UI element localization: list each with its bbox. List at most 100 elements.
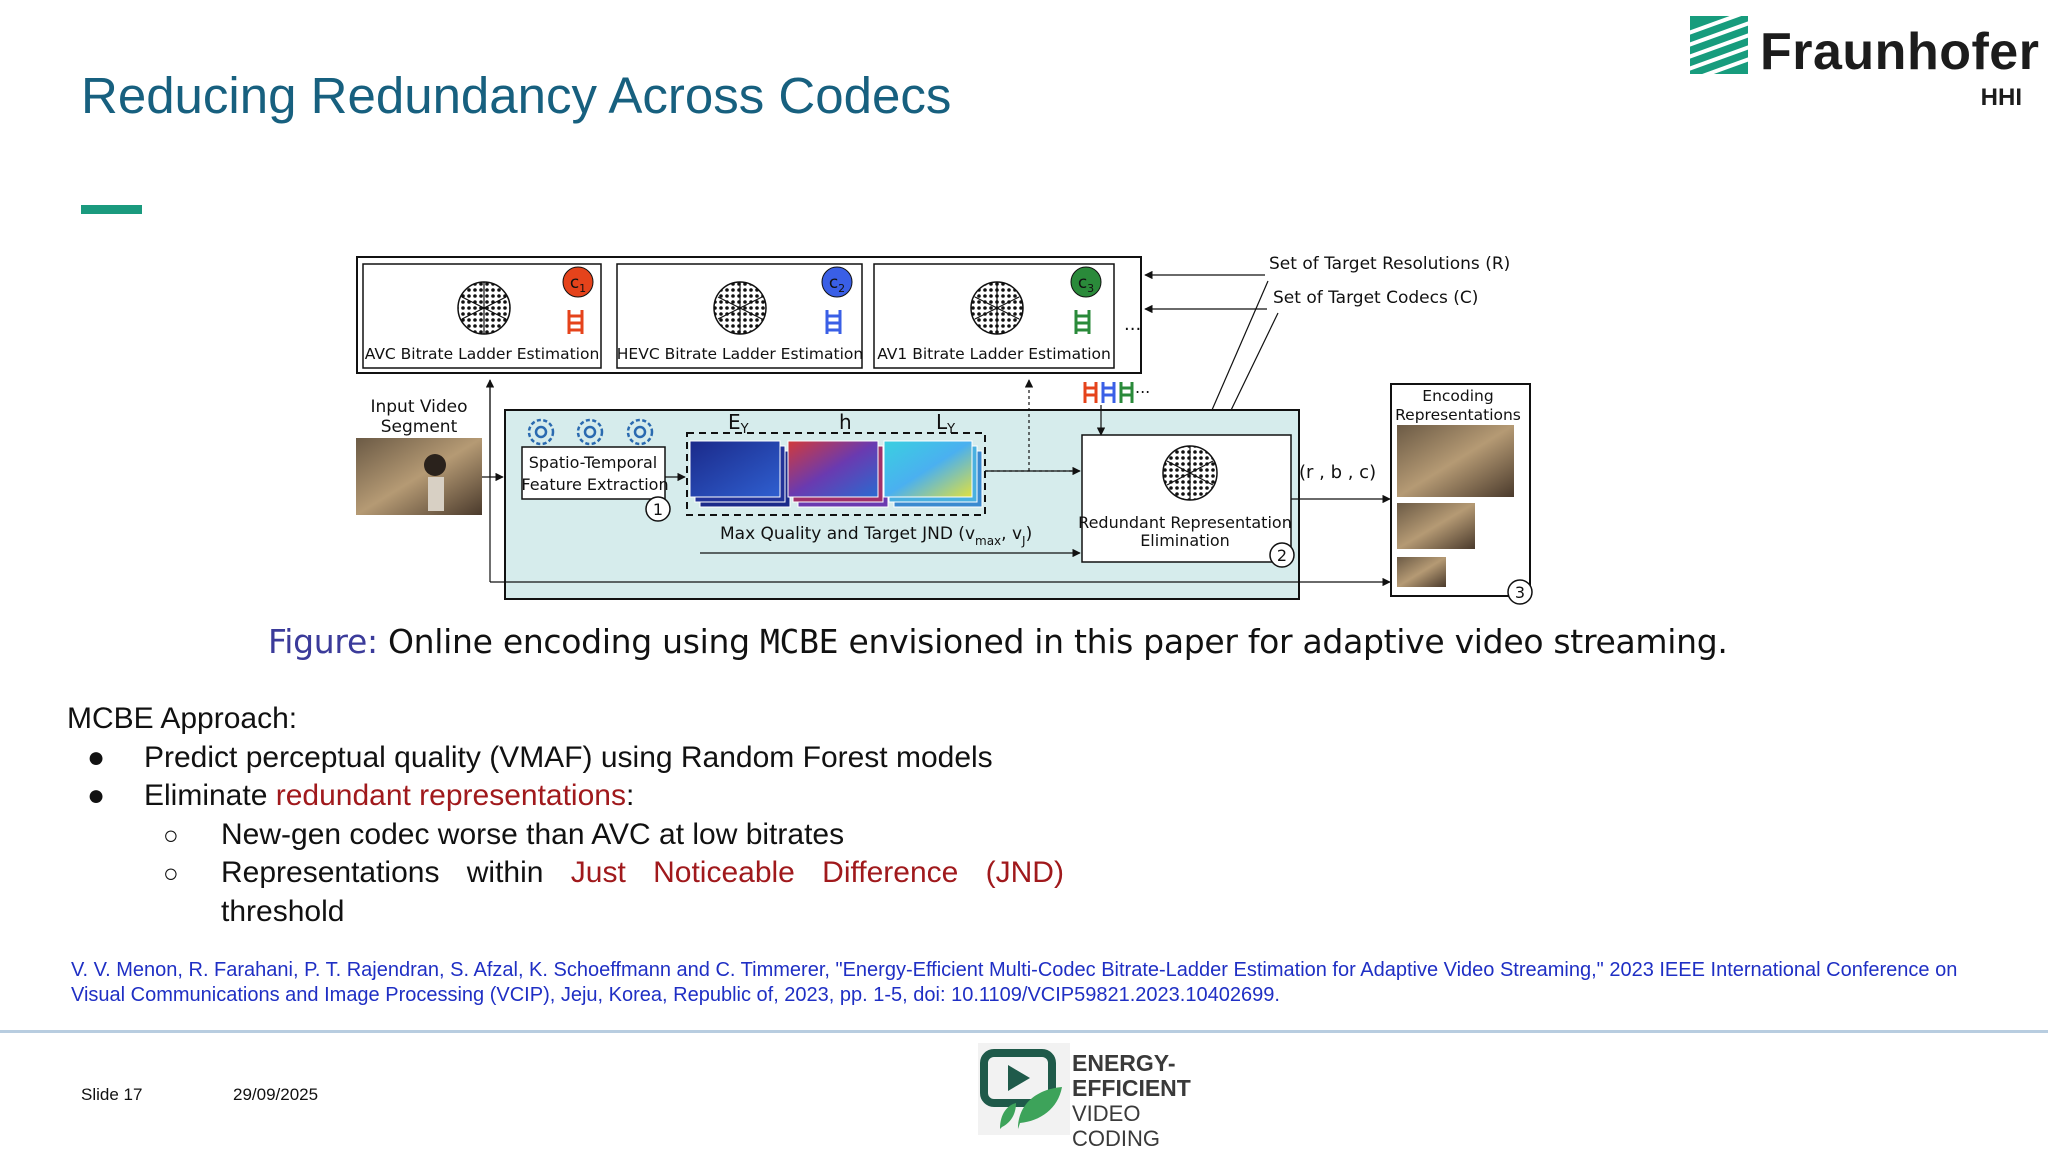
max-quality-sub2: J	[1021, 534, 1026, 548]
hevc-module-label: HEVC Bitrate Ladder Estimation	[617, 345, 863, 363]
sub-bullet-marker: ○	[163, 858, 179, 888]
output-box-line1: Encoding	[1422, 387, 1493, 405]
slide-number: Slide 17	[81, 1085, 143, 1104]
representation-thumbnail-large	[1397, 425, 1514, 497]
output-tuple: (r , b , c)	[1299, 462, 1376, 483]
logo-wordmark: Fraunhofer	[1760, 23, 2040, 81]
bullet-marker: ●	[87, 740, 106, 774]
feature-e-base: E	[728, 410, 741, 434]
energy-efficient-video-coding-badge: ENERGY- EFFICIENT VIDEO CODING	[960, 1043, 1232, 1151]
hevc-ladder-module: c2 HEVC Bitrate Ladder Estimation	[616, 263, 863, 369]
feature-e-sub: Y	[740, 422, 749, 437]
codec-ladders-icon	[1083, 382, 1134, 403]
bullet-text: Predict perceptual quality (VMAF) using …	[144, 740, 993, 774]
max-quality-close: )	[1026, 524, 1033, 544]
feature-l-base: L	[936, 410, 948, 434]
sub-bullet-item: ○ New-gen codec worse than AVC at low bi…	[67, 816, 1167, 855]
ladder-icon	[825, 310, 842, 334]
jnd-highlight: Noticeable	[653, 856, 795, 889]
gear-icon	[626, 418, 654, 446]
citation-reference: V. V. Menon, R. Farahani, P. T. Rajendra…	[71, 959, 1958, 1006]
neural-net-icon	[457, 281, 511, 335]
bullet-suffix: :	[625, 779, 635, 812]
feature-map-ey	[689, 440, 791, 508]
max-quality-sub1: max	[975, 534, 1001, 548]
play-leaf-icon	[978, 1043, 1070, 1135]
bullet-highlight: redundant representations	[275, 779, 626, 812]
badge-line2: EFFICIENT	[1072, 1075, 1191, 1101]
jnd-line: Representations within Just Noticeable D…	[221, 854, 1064, 893]
fraunhofer-logo: Fraunhofer HHI	[1688, 14, 2039, 114]
caption-part1: Online encoding using	[387, 622, 750, 661]
title-accent-bar	[81, 205, 142, 214]
max-quality-text: Max Quality and Target JND (v	[720, 524, 975, 544]
jnd-continuation: threshold	[221, 894, 345, 928]
target-codecs-label: Set of Target Codecs (C)	[1273, 288, 1478, 308]
logo-institute: HHI	[1980, 84, 2022, 111]
representation-thumbnail-medium	[1397, 503, 1475, 549]
badge-text: ENERGY- EFFICIENT VIDEO CODING	[1072, 1050, 1232, 1152]
elimination-line1: Redundant Representation	[1078, 513, 1292, 532]
codec-badge-c3	[1070, 266, 1102, 298]
feature-box-line2: Feature Extraction	[521, 475, 668, 494]
bullet-marker: ●	[87, 779, 106, 812]
slide-title: Reducing Redundancy Across Codecs	[81, 67, 952, 124]
input-video-label-line1: Input Video	[370, 397, 467, 417]
step-marker-3	[1507, 579, 1533, 605]
feature-label-e: EY	[728, 410, 749, 437]
codec-badge-c2	[821, 266, 853, 298]
codec-badge-c1	[562, 266, 594, 298]
caption-prefix: Figure:	[268, 622, 378, 661]
bullet-prefix: Eliminate	[144, 779, 276, 812]
step-marker-2	[1269, 542, 1295, 568]
representation-thumbnail-small	[1397, 557, 1446, 587]
module-ellipsis: ...	[1124, 314, 1141, 335]
approach-heading: MCBE Approach:	[67, 702, 298, 735]
max-quality-comma: , v	[1001, 524, 1022, 544]
elimination-line2: Elimination	[1140, 531, 1230, 550]
feature-maps-group	[686, 432, 986, 516]
sub-bullet-text: New-gen codec worse than AVC at low bitr…	[221, 817, 845, 851]
approach-section: MCBE Approach: ● Predict perceptual qual…	[67, 700, 1167, 931]
av1-ladder-module: c3 AV1 Bitrate Ladder Estimation	[873, 263, 1115, 369]
badge-line3: VIDEO CODING	[1072, 1101, 1160, 1151]
av1-module-label: AV1 Bitrate Ladder Estimation	[877, 345, 1111, 363]
gear-icon	[527, 418, 555, 446]
ladder-icon	[567, 310, 584, 334]
target-resolutions-label: Set of Target Resolutions (R)	[1269, 254, 1510, 274]
bullet-item: ● Predict perceptual quality (VMAF) usin…	[67, 739, 1167, 778]
step-label-2: 2	[1277, 546, 1287, 565]
sub-bullet-item: ○ Representations within Just Noticeable…	[67, 854, 1167, 931]
input-video-thumbnail	[356, 438, 482, 515]
feature-label-h: h	[839, 410, 852, 434]
caption-mcbe: MCBE	[759, 622, 839, 661]
max-quality-label: Max Quality and Target JND (vmax, vJ)	[720, 524, 1032, 548]
badge-line1: ENERGY-	[1072, 1050, 1176, 1076]
input-video-label-line2: Segment	[381, 417, 458, 437]
figure-caption: Figure: Online encoding using MCBE envis…	[268, 622, 1728, 661]
bullet-item: ● Eliminate redundant representations:	[67, 777, 1167, 816]
output-box-line2: Representations	[1395, 406, 1521, 424]
neural-net-icon	[970, 281, 1024, 335]
step-label-3: 3	[1515, 583, 1525, 602]
ladder-ellipsis: ...	[1135, 378, 1150, 397]
feature-map-h	[787, 440, 889, 508]
step-marker-1	[645, 496, 671, 522]
gear-icon	[576, 418, 604, 446]
slide-date: 29/09/2025	[233, 1085, 319, 1104]
jnd-highlight: (JND)	[985, 856, 1064, 889]
neural-net-icon	[1162, 445, 1218, 501]
caption-part2: envisioned in this paper for adaptive vi…	[848, 622, 1728, 661]
avc-ladder-module: c1 AVC Bitrate Ladder Estimation	[362, 263, 602, 369]
avc-module-label: AVC Bitrate Ladder Estimation	[365, 345, 600, 363]
step-label-1: 1	[653, 500, 663, 519]
sub-bullet-marker: ○	[163, 819, 179, 850]
ladder-icon	[1074, 310, 1091, 334]
jnd-highlight: Difference	[822, 856, 959, 889]
jnd-word: within	[466, 856, 544, 889]
jnd-word: Representations	[221, 856, 440, 889]
feature-label-l: LY	[936, 410, 955, 437]
footer-divider	[0, 1030, 2048, 1033]
fraunhofer-mark-icon	[1690, 16, 1748, 74]
feature-l-sub: Y	[946, 422, 955, 437]
